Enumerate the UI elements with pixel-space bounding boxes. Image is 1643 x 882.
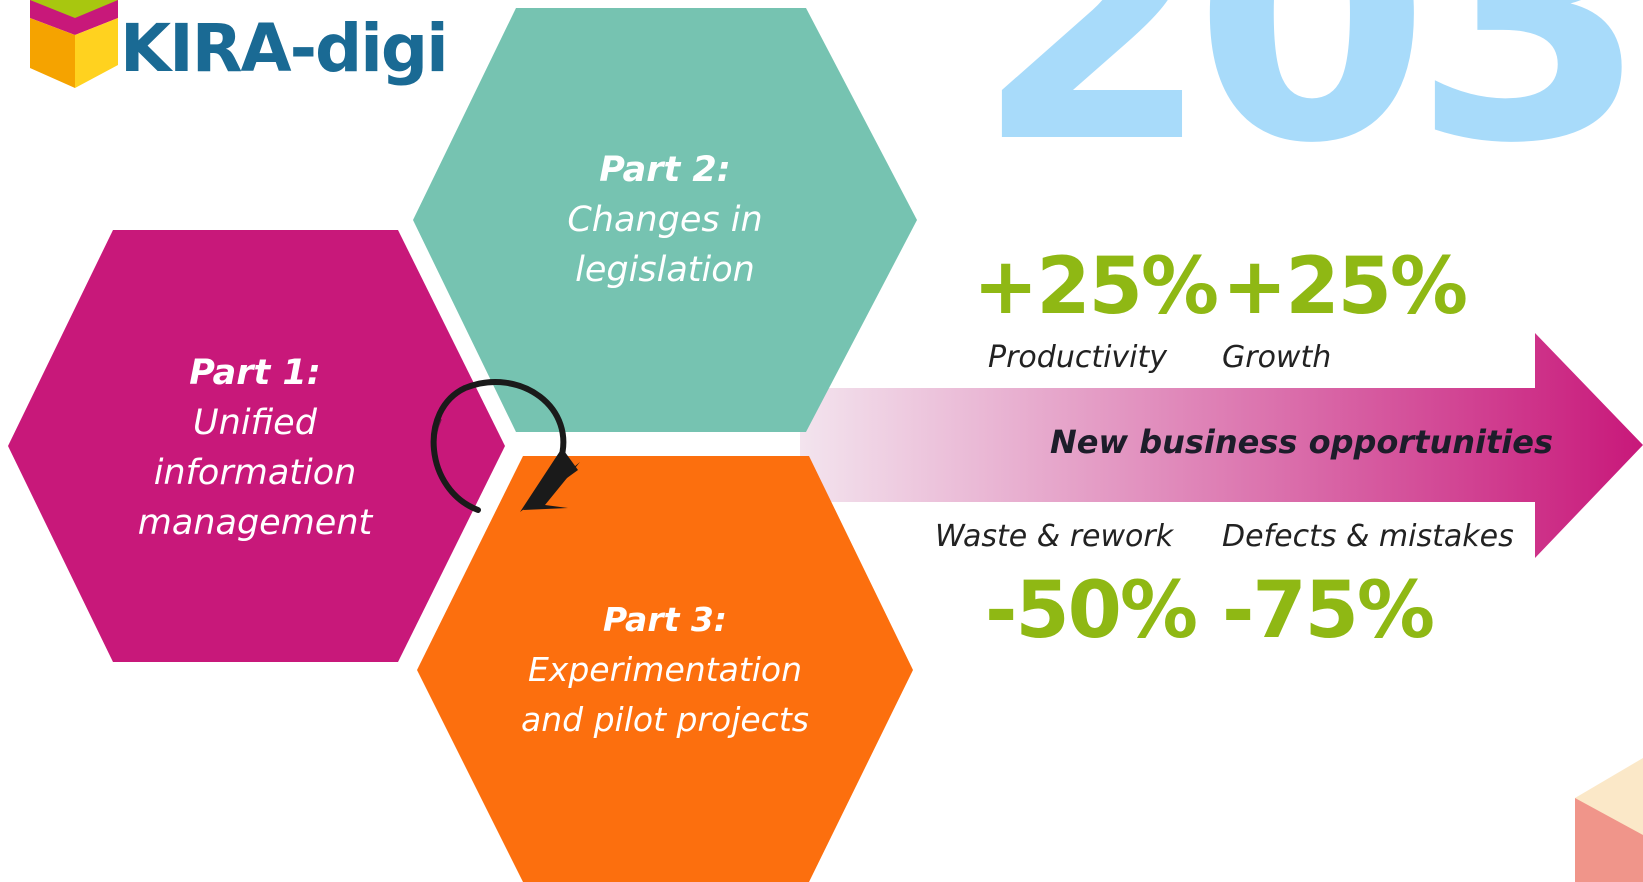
- reduction-defects-label: Defects & mistakes: [1222, 519, 1514, 554]
- gain-productivity-label: Productivity: [988, 340, 1168, 375]
- cycle-arrow-icon: [430, 379, 580, 513]
- hexagon-part-3: [417, 456, 913, 882]
- part-2-title: Part 2:: [599, 150, 731, 190]
- gain-productivity-value: +25%: [973, 242, 1219, 332]
- part-1-line-1: Unified: [193, 403, 317, 443]
- logo-wordmark: KIRA-digi: [120, 10, 449, 87]
- hexagon-2-label: Part 2: Changes in legislation: [515, 145, 815, 295]
- arrow-label: New business opportunities: [1050, 423, 1554, 461]
- hexagon-3-label: Part 3: Experimentation and pilot projec…: [490, 595, 840, 745]
- corner-cube-decoration: [1575, 758, 1643, 882]
- business-opportunities-arrow: [800, 333, 1643, 558]
- part-1-line-3: management: [137, 503, 373, 543]
- hexagon-part-1: [8, 230, 505, 662]
- part-1-line-2: information: [153, 453, 357, 493]
- gain-growth-label: Growth: [1222, 340, 1332, 375]
- hexagon-1-label: Part 1: Unified information management: [105, 348, 405, 548]
- gain-growth-value: +25%: [1222, 242, 1468, 332]
- reduction-waste-value: -50%: [985, 566, 1198, 656]
- reduction-waste-label: Waste & rework: [935, 519, 1174, 554]
- part-1-title: Part 1:: [189, 353, 321, 393]
- year-background-text: 2030: [975, 0, 1643, 218]
- reduction-defects-value: -75%: [1222, 566, 1435, 656]
- part-3-line-1: Experimentation: [527, 650, 803, 689]
- hexagon-part-2: [413, 8, 917, 432]
- part-2-line-2: legislation: [575, 250, 755, 290]
- part-3-line-2: and pilot projects: [521, 700, 809, 739]
- logo-cube-icon: [30, 0, 118, 88]
- part-2-line-1: Changes in: [567, 200, 763, 240]
- part-3-title: Part 3:: [602, 600, 728, 639]
